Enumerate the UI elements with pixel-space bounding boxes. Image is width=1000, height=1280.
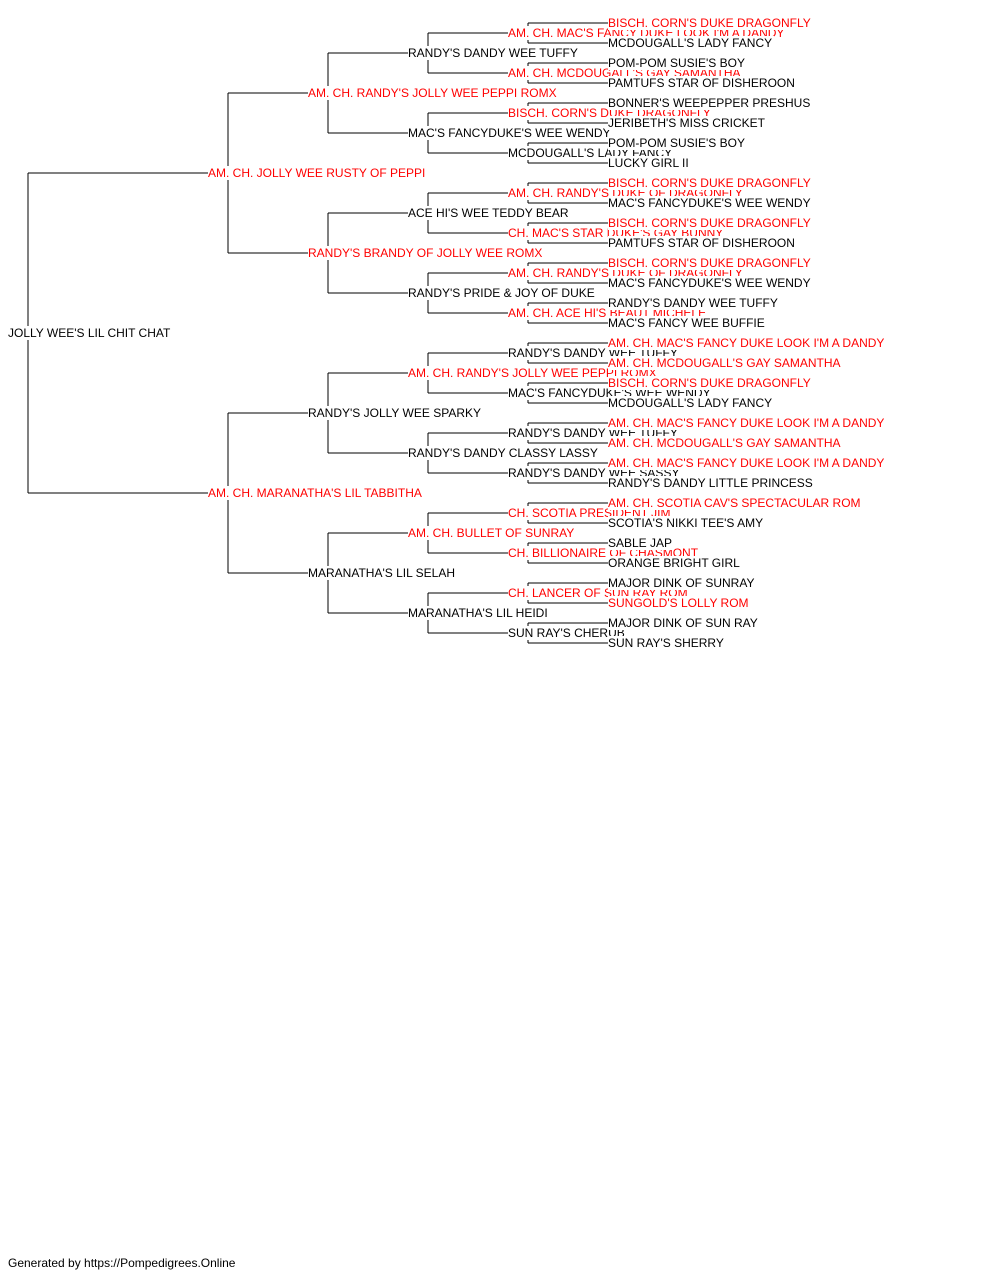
pedigree-node: MAC'S FANCY WEE BUFFIE [608,316,767,330]
pedigree-node: LUCKY GIRL II [608,156,691,170]
pedigree-node: RANDY'S DANDY WEE TUFFY [608,296,780,310]
pedigree-node: RANDY'S PRIDE & JOY OF DUKE [408,286,597,300]
pedigree-node: BISCH. CORN'S DUKE DRAGONFLY [608,256,813,270]
pedigree-node: AM. CH. MCDOUGALL'S GAY SAMANTHA [608,356,843,370]
pedigree-node: AM. CH. JOLLY WEE RUSTY OF PEPPI [208,166,428,180]
pedigree-node: MARANATHA'S LIL HEIDI [408,606,550,620]
pedigree-node: AM. CH. SCOTIA CAV'S SPECTACULAR ROM [608,496,863,510]
pedigree-node: MAC'S FANCYDUKE'S WEE WENDY [408,126,613,140]
pedigree-node: JOLLY WEE'S LIL CHIT CHAT [8,326,173,340]
pedigree-node: ORANGE BRIGHT GIRL [608,556,742,570]
pedigree-node: PAMTUFS STAR OF DISHEROON [608,236,797,250]
pedigree-node: AM. CH. RANDY'S JOLLY WEE PEPPI ROMX [408,366,659,380]
pedigree-node: BISCH. CORN'S DUKE DRAGONFLY [608,16,813,30]
pedigree-node: RANDY'S BRANDY OF JOLLY WEE ROMX [308,246,545,260]
pedigree-node: ACE HI'S WEE TEDDY BEAR [408,206,571,220]
pedigree-node: AM. CH. BULLET OF SUNRAY [408,526,577,540]
pedigree-node: MAJOR DINK OF SUNRAY [608,576,757,590]
pedigree-node: RANDY'S DANDY WEE TUFFY [408,46,580,60]
pedigree-node: POM-POM SUSIE'S BOY [608,136,747,150]
pedigree-node: SUN RAY'S SHERRY [608,636,726,650]
pedigree-node: BONNER'S WEEPEPPER PRESHUS [608,96,813,110]
footer-credit: Generated by https://Pompedigrees.Online [8,1256,236,1270]
pedigree-node: AM. CH. MARANATHA'S LIL TABBITHA [208,486,424,500]
pedigree-node: AM. CH. MCDOUGALL'S GAY SAMANTHA [608,436,843,450]
pedigree-node: MAC'S FANCYDUKE'S WEE WENDY [608,196,813,210]
pedigree-node: MCDOUGALL'S LADY FANCY [608,36,775,50]
pedigree-node: POM-POM SUSIE'S BOY [608,56,747,70]
pedigree-node: BISCH. CORN'S DUKE DRAGONFLY [608,376,813,390]
pedigree-node: SUN RAY'S CHERUB [508,626,627,640]
pedigree-node: MARANATHA'S LIL SELAH [308,566,457,580]
pedigree-node: BISCH. CORN'S DUKE DRAGONFLY [608,216,813,230]
pedigree-node: RANDY'S DANDY CLASSY LASSY [408,446,600,460]
pedigree-node: JERIBETH'S MISS CRICKET [608,116,767,130]
pedigree-node: MAC'S FANCYDUKE'S WEE WENDY [608,276,813,290]
pedigree-node: SABLE JAP [608,536,675,550]
pedigree-node: BISCH. CORN'S DUKE DRAGONFLY [608,176,813,190]
pedigree-node: SCOTIA'S NIKKI TEE'S AMY [608,516,766,530]
pedigree-node: AM. CH. RANDY'S JOLLY WEE PEPPI ROMX [308,86,559,100]
pedigree-node: AM. CH. MAC'S FANCY DUKE LOOK I'M A DAND… [608,416,887,430]
pedigree-node: PAMTUFS STAR OF DISHEROON [608,76,797,90]
pedigree-node: SUNGOLD'S LOLLY ROM [608,596,751,610]
pedigree-node: RANDY'S JOLLY WEE SPARKY [308,406,484,420]
pedigree-node: MCDOUGALL'S LADY FANCY [608,396,775,410]
pedigree-node: AM. CH. MAC'S FANCY DUKE LOOK I'M A DAND… [608,336,887,350]
pedigree-node: AM. CH. MAC'S FANCY DUKE LOOK I'M A DAND… [608,456,887,470]
pedigree-node: MAJOR DINK OF SUN RAY [608,616,760,630]
pedigree-node: RANDY'S DANDY LITTLE PRINCESS [608,476,815,490]
